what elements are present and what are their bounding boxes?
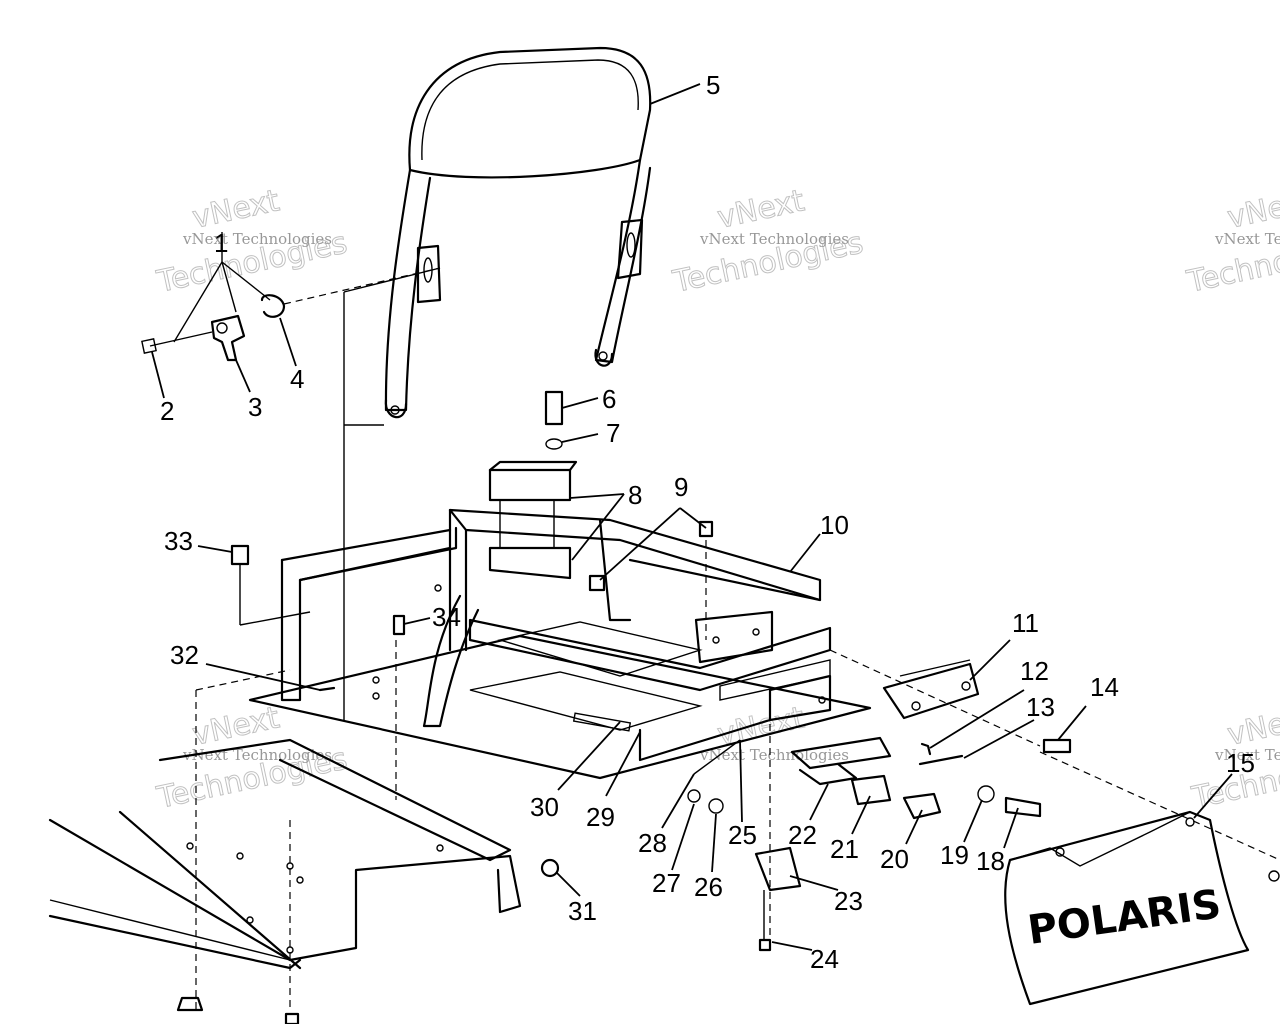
watermark-vnext: vNext [714, 183, 807, 236]
callout-8: 8 [628, 480, 642, 510]
watermark-vnext: vNext [1224, 700, 1280, 753]
callout-32: 32 [170, 640, 199, 670]
watermark-vnext: vNext [1224, 183, 1280, 236]
callout-31: 31 [568, 896, 597, 926]
rack-frame [248, 508, 872, 780]
watermark-vnext: vNext [189, 700, 282, 753]
fasteners [230, 520, 714, 878]
callout-22: 22 [788, 820, 817, 850]
callout-14: 14 [1090, 672, 1119, 702]
callout-30: 30 [530, 792, 559, 822]
mount-brackets [687, 736, 942, 952]
watermarks: vNext vNext Technologies Technologies vN… [153, 183, 1280, 817]
clamp-blocks [488, 390, 578, 580]
watermark-text: vNext Technologies [1214, 230, 1280, 248]
callout-3: 3 [248, 392, 262, 422]
callout-26: 26 [694, 872, 723, 902]
callout-21: 21 [830, 834, 859, 864]
callout-25: 25 [728, 820, 757, 850]
callout-28: 28 [638, 828, 667, 858]
tail-light [829, 649, 1072, 818]
callout-9: 9 [674, 472, 688, 502]
leader-lines [151, 83, 1233, 951]
callout-5: 5 [706, 70, 720, 100]
polaris-logo: POLARIS [1025, 881, 1224, 954]
callout-24: 24 [810, 944, 839, 974]
callout-11: 11 [1012, 608, 1039, 638]
callouts: 1 2 3 4 5 6 7 8 9 10 11 12 13 14 15 18 1… [160, 70, 1255, 974]
tunnel-frame [48, 738, 522, 1024]
callout-18: 18 [976, 846, 1005, 876]
callout-1: 1 [214, 228, 228, 258]
guide-lines [195, 267, 771, 1010]
callout-15: 15 [1226, 748, 1255, 778]
callout-10: 10 [820, 510, 849, 540]
watermark-text: vNext Technologies [699, 230, 849, 248]
foam-pad [469, 621, 831, 732]
callout-34: 34 [432, 602, 461, 632]
callout-27: 27 [652, 868, 681, 898]
callout-23: 23 [834, 886, 863, 916]
callout-12: 12 [1020, 656, 1049, 686]
callout-19: 19 [940, 840, 969, 870]
callout-33: 33 [164, 526, 193, 556]
watermark-vnext: vNext [189, 183, 282, 236]
backrest-part [384, 46, 652, 419]
callout-13: 13 [1026, 692, 1055, 722]
watermark-text: vNext Technologies [182, 230, 332, 248]
callout-6: 6 [602, 384, 616, 414]
callout-2: 2 [160, 396, 174, 426]
watermark-text: vNext Technologies [1214, 746, 1280, 764]
callout-7: 7 [606, 418, 620, 448]
callout-20: 20 [880, 844, 909, 874]
watermark-text: vNext Technologies [699, 746, 849, 764]
callout-29: 29 [586, 802, 615, 832]
callout-4: 4 [290, 364, 304, 394]
